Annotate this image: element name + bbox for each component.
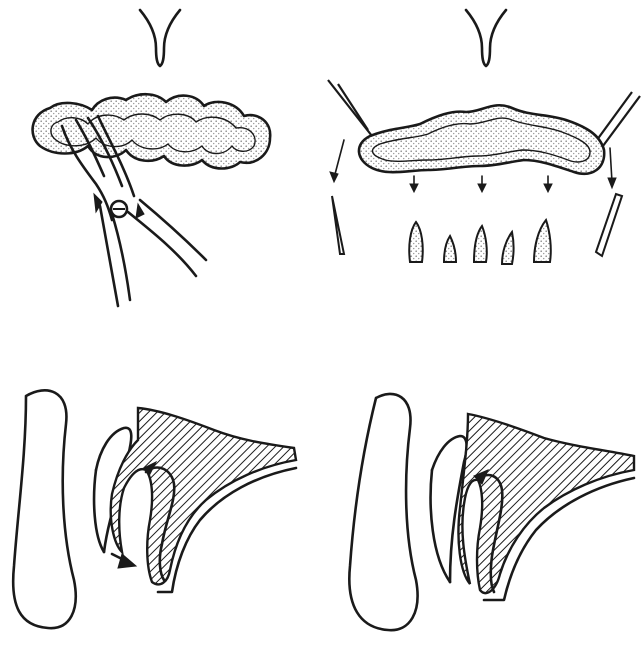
hatched-tissue: [458, 414, 634, 593]
panel-top-right: [328, 10, 640, 264]
arrow-icon: [112, 554, 136, 568]
panel-bottom-right: [349, 394, 634, 630]
v-notch-icon: [466, 10, 506, 66]
stippled-ring: [359, 105, 604, 173]
panel-bottom-left: [13, 390, 296, 628]
panel-top-left: [33, 10, 271, 306]
hatched-tissue: [111, 408, 296, 584]
v-notch-icon: [140, 10, 180, 66]
stippled-ring: [33, 94, 271, 168]
tooth-fragments: [332, 194, 622, 264]
